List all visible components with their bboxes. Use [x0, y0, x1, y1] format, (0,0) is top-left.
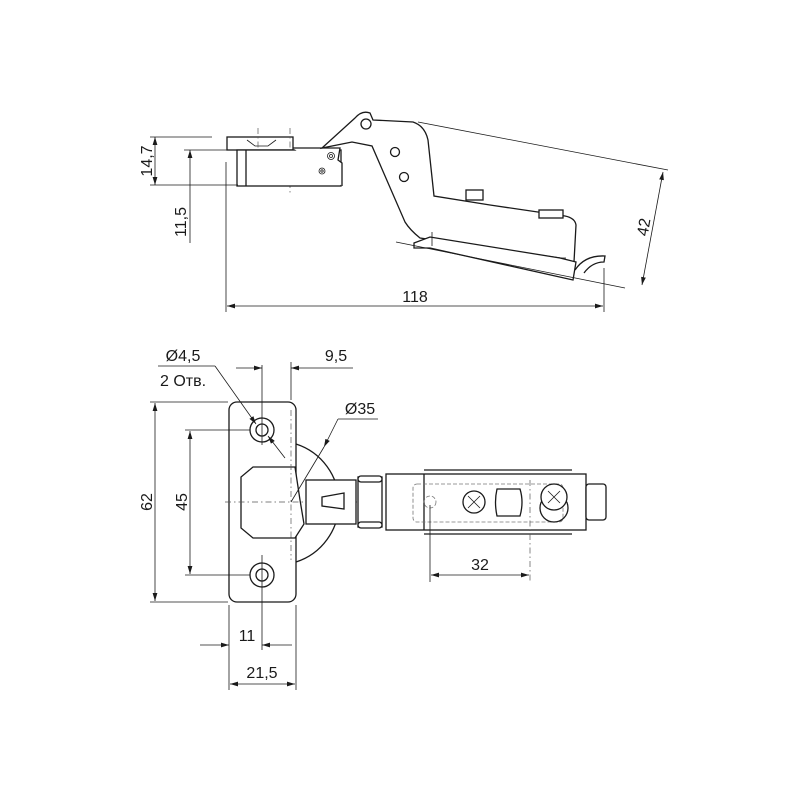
- dim-height-total: 14,7: [139, 145, 156, 176]
- dim-screw-spacing: 32: [471, 557, 489, 574]
- dim-offset: 9,5: [325, 348, 347, 365]
- dim-hole-offset: 11: [239, 628, 256, 645]
- screw-icon: [462, 490, 486, 514]
- side-view: 14,7 11,5 118 42: [139, 111, 669, 312]
- dim-depth: 42: [635, 217, 655, 238]
- mounting-plate-side: [226, 136, 294, 151]
- dim-hole-count: 2 Отв.: [160, 373, 206, 390]
- hinge-base-side: [413, 236, 577, 281]
- hinge-arm-top: [305, 479, 357, 525]
- dim-plate-height: 62: [139, 493, 156, 511]
- top-view: Ø4,5 2 Отв. 9,5 Ø35 62 45 11 21,5 32: [139, 348, 607, 690]
- hinge-arm-side: [319, 111, 577, 263]
- dim-height-body: 11,5: [173, 207, 190, 237]
- dim-cup-diameter: Ø35: [345, 401, 375, 418]
- hinge-base-top: [385, 473, 587, 531]
- dim-plate-width: 21,5: [246, 665, 277, 682]
- dim-hole-diameter: Ø4,5: [166, 348, 201, 365]
- dim-hole-spacing: 45: [174, 493, 191, 511]
- dim-length: 118: [402, 289, 428, 306]
